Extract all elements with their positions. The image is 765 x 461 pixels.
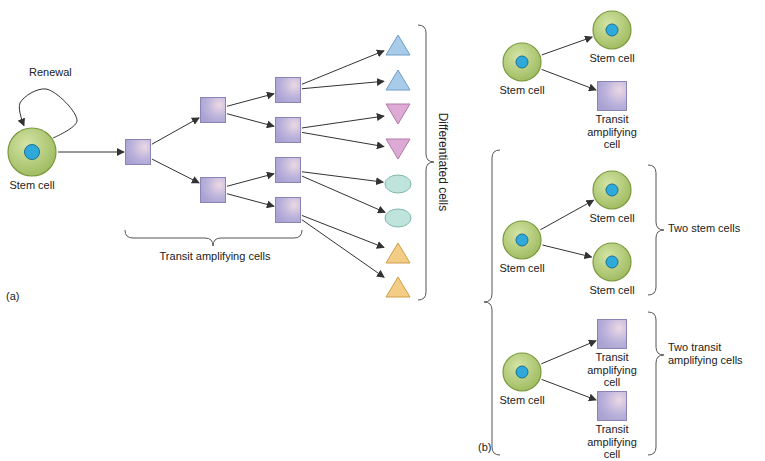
cell-shape bbox=[200, 97, 226, 123]
cell-shape bbox=[502, 42, 542, 82]
lineage-arrow bbox=[58, 152, 124, 153]
cell-label: Stem cell bbox=[499, 262, 544, 275]
lineage-arrow bbox=[152, 118, 199, 144]
lineage-arrow bbox=[302, 220, 384, 278]
stem-cell: Stem cell bbox=[502, 352, 542, 392]
differentiated-cell bbox=[384, 174, 412, 194]
cell-shape bbox=[275, 77, 301, 103]
cell-shape bbox=[385, 242, 411, 264]
transit-amplifying-cell bbox=[275, 197, 301, 223]
transit-amplifying-cell bbox=[200, 177, 226, 203]
lineage-arrow bbox=[542, 69, 596, 90]
stem-cell: Stem cell bbox=[592, 242, 632, 282]
lineage-arrow bbox=[227, 194, 274, 207]
lineage-arrow bbox=[302, 215, 384, 247]
transit-amplifying-cell bbox=[200, 97, 226, 123]
lineage-arrow bbox=[152, 159, 199, 183]
transit-amplifying-cell bbox=[275, 117, 301, 143]
cell-label: Transit amplifying cell bbox=[580, 113, 644, 151]
brace bbox=[418, 25, 434, 300]
cell-shape bbox=[597, 81, 627, 111]
transit-amplifying-cell bbox=[275, 77, 301, 103]
lineage-arrow bbox=[302, 51, 384, 85]
cell-label: Stem cell bbox=[589, 212, 634, 225]
group-label: Two stem cells bbox=[668, 222, 758, 235]
differentiated-cell bbox=[385, 34, 411, 56]
group-label: Two transit amplifying cells bbox=[668, 341, 760, 366]
cell-shape bbox=[597, 319, 627, 349]
group-label-vertical: Differentiated cells bbox=[435, 92, 449, 232]
differentiated-cell bbox=[385, 276, 411, 298]
cell-shape bbox=[275, 117, 301, 143]
cell-shape bbox=[385, 138, 411, 160]
lineage-arrow bbox=[302, 176, 385, 212]
cell-shape bbox=[7, 127, 57, 177]
cell-shape bbox=[385, 276, 411, 298]
differentiated-cell bbox=[385, 242, 411, 264]
brace bbox=[648, 312, 664, 455]
lineage-arrow bbox=[227, 174, 274, 187]
transit-amplifying-cell bbox=[125, 139, 151, 165]
lineage-arrow bbox=[302, 81, 384, 88]
stem-cell: Stem cell bbox=[592, 10, 632, 50]
lineage-arrow bbox=[542, 245, 591, 257]
cell-shape bbox=[385, 34, 411, 56]
cell-shape bbox=[385, 103, 411, 125]
cell-shape bbox=[597, 391, 627, 421]
cell-label: Stem cell bbox=[499, 394, 544, 407]
differentiated-cell bbox=[384, 208, 412, 228]
differentiated-cell bbox=[385, 69, 411, 91]
cell-shape bbox=[592, 242, 632, 282]
cell-shape bbox=[384, 174, 412, 194]
group-label: (b) bbox=[478, 441, 508, 454]
lineage-arrow bbox=[542, 379, 596, 400]
cell-shape bbox=[125, 139, 151, 165]
brace bbox=[484, 150, 500, 455]
cell-shape bbox=[592, 10, 632, 50]
transit-amplifying-cell: Transit amplifying cell bbox=[597, 319, 627, 349]
lineage-arrow bbox=[541, 341, 596, 364]
differentiated-cell bbox=[385, 103, 411, 125]
cell-shape bbox=[385, 69, 411, 91]
cell-label: Transit amplifying cell bbox=[580, 423, 644, 461]
cell-shape bbox=[502, 352, 542, 392]
cell-shape bbox=[384, 208, 412, 228]
transit-amplifying-cell: Transit amplifying cell bbox=[597, 391, 627, 421]
lineage-arrow bbox=[302, 172, 383, 182]
cell-shape bbox=[592, 170, 632, 210]
lineage-arrow bbox=[302, 132, 384, 146]
brace bbox=[648, 165, 664, 295]
stem-cell: Stem cell bbox=[7, 127, 57, 177]
group-label: (a) bbox=[6, 290, 36, 303]
cell-label: Stem cell bbox=[499, 84, 544, 97]
transit-amplifying-cell bbox=[275, 157, 301, 183]
lineage-arrow bbox=[542, 37, 592, 55]
cell-shape bbox=[502, 220, 542, 260]
group-label: Transit amplifying cells bbox=[150, 250, 280, 263]
stem-cell: Stem cell bbox=[502, 220, 542, 260]
cell-label: Stem cell bbox=[9, 179, 54, 192]
cell-label: Stem cell bbox=[589, 52, 634, 65]
cell-shape bbox=[275, 197, 301, 223]
edge-label: Renewal bbox=[28, 66, 73, 79]
stem-cell: Stem cell bbox=[592, 170, 632, 210]
differentiated-cell bbox=[385, 138, 411, 160]
lineage-arrow bbox=[540, 200, 593, 230]
brace bbox=[125, 230, 302, 246]
cell-shape bbox=[200, 177, 226, 203]
transit-amplifying-cell: Transit amplifying cell bbox=[597, 81, 627, 111]
lineage-arrow bbox=[227, 94, 274, 107]
cell-label: Stem cell bbox=[589, 284, 634, 297]
lineage-arrow bbox=[227, 114, 274, 127]
stem-cell: Stem cell bbox=[502, 42, 542, 82]
lineage-arrow bbox=[302, 116, 384, 128]
cell-shape bbox=[275, 157, 301, 183]
cell-label: Transit amplifying cell bbox=[580, 351, 644, 389]
